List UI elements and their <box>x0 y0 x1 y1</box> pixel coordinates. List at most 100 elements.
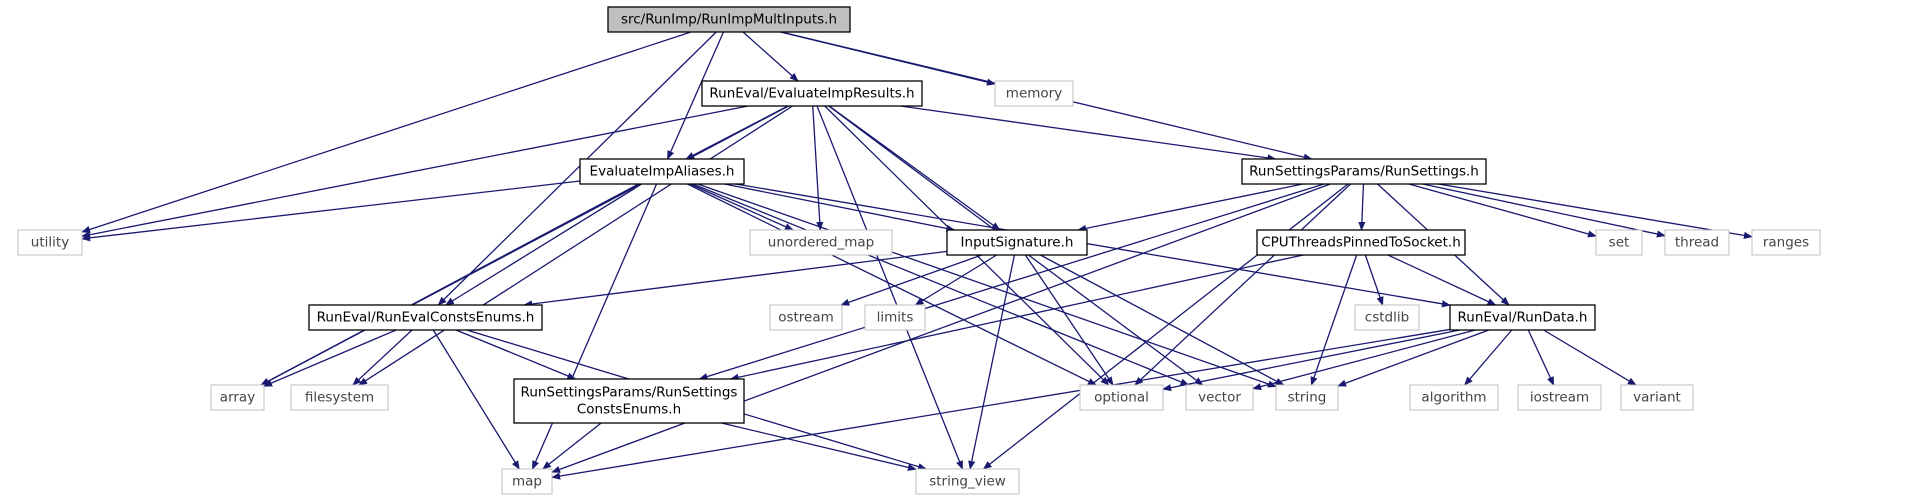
node-inputsig[interactable]: InputSignature.h <box>946 229 1088 256</box>
edge-constsenums-to-map <box>432 329 520 470</box>
edge-cputhreads-to-rsconsts <box>729 254 1304 381</box>
node-box <box>1354 304 1420 331</box>
edge-runsettings-to-set <box>1408 183 1597 238</box>
node-rsconsts[interactable]: RunSettingsParams/RunSettingsConstsEnums… <box>513 378 745 424</box>
edge-aliases-to-utility <box>81 180 581 242</box>
node-cputhreads[interactable]: CPUThreadsPinnedToSocket.h <box>1256 229 1466 256</box>
edge-cputhreads-to-rundata <box>1387 254 1497 306</box>
node-algorithm: algorithm <box>1409 384 1499 411</box>
edge-runsettings-to-inputsig <box>1077 183 1304 232</box>
node-box <box>210 384 265 411</box>
edge-inputsig-to-limits <box>914 254 998 306</box>
node-box <box>1256 229 1466 256</box>
node-label: variant <box>1633 390 1681 406</box>
node-label: CPUThreadsPinnedToSocket.h <box>1261 235 1461 251</box>
node-ranges: ranges <box>1751 229 1821 256</box>
edge-rundata-to-map <box>551 328 1451 480</box>
node-optional: optional <box>1079 384 1164 411</box>
edge-root-to-constsenums <box>437 31 717 306</box>
edge-constsenums-to-filesystem <box>352 329 413 386</box>
edge-aliases-to-map <box>531 183 658 470</box>
node-thread: thread <box>1664 229 1730 256</box>
node-label: iostream <box>1530 390 1589 406</box>
edge-aliases-to-string <box>697 183 1277 388</box>
node-label: vector <box>1198 390 1241 406</box>
edge-aliases-to-optional <box>687 183 1097 386</box>
node-box <box>17 229 83 256</box>
node-box <box>864 304 926 331</box>
node-constsenums[interactable]: RunEval/RunEvalConstsEnums.h <box>308 304 543 331</box>
edge-cputhreads-to-cstdlib <box>1364 254 1384 306</box>
node-cstdlib: cstdlib <box>1354 304 1420 331</box>
node-root[interactable]: src/RunImp/RunImpMultInputs.h <box>607 6 851 33</box>
node-set: set <box>1595 229 1643 256</box>
edge-runsettings-to-cputhreads <box>1358 183 1366 231</box>
node-vector: vector <box>1185 384 1254 411</box>
node-rundata[interactable]: RunEval/RunData.h <box>1449 304 1596 331</box>
edge-aliases-to-inputsig <box>724 183 956 232</box>
edge-inputsig-to-string_view <box>968 254 1016 470</box>
edge-aliases-to-constsenums <box>444 183 643 306</box>
node-box <box>1241 158 1487 185</box>
edge-inputsig-to-constsenums <box>523 250 948 308</box>
node-memory: memory <box>994 80 1074 107</box>
node-runsettings[interactable]: RunSettingsParams/RunSettings.h <box>1241 158 1487 185</box>
node-label: map <box>512 474 542 490</box>
node-iostream: iostream <box>1517 384 1602 411</box>
node-string_view: string_view <box>915 468 1020 495</box>
node-box <box>994 80 1074 107</box>
edge-inputsig-to-optional <box>1024 254 1114 386</box>
edge-runsettings-to-map <box>551 183 1331 473</box>
node-label: set <box>1609 235 1630 251</box>
edge-rundata-to-variant <box>1543 329 1637 386</box>
node-label: RunSettingsParams/RunSettings.h <box>1249 164 1479 180</box>
node-box <box>513 378 745 424</box>
edge-rundata-to-string <box>1337 329 1490 387</box>
node-label: RunSettingsParams/RunSettings <box>521 385 738 401</box>
edge-aliases-to-rundata <box>735 183 1451 308</box>
node-box <box>1079 384 1164 411</box>
edge-runsettings-to-string_view <box>982 183 1349 470</box>
edge-rsconsts-to-string_view <box>721 422 917 471</box>
edge-rundata-to-optional <box>1162 329 1460 392</box>
node-ostream: ostream <box>769 304 843 331</box>
node-box <box>1185 384 1254 411</box>
node-label: RunEval/RunData.h <box>1458 310 1588 326</box>
node-box <box>308 304 543 331</box>
edge-rsconsts-to-map <box>542 422 602 470</box>
node-label: cstdlib <box>1365 310 1409 326</box>
node-array: array <box>210 384 265 411</box>
node-aliases[interactable]: EvaluateImpAliases.h <box>579 158 745 185</box>
node-box <box>579 158 745 185</box>
edge-runsettings-to-optional <box>1134 183 1352 386</box>
edge-runsettings-to-thread <box>1422 183 1666 238</box>
node-label: src/RunImp/RunImpMultInputs.h <box>621 12 837 28</box>
node-box <box>501 468 553 495</box>
node-string: string <box>1275 384 1339 411</box>
node-box <box>915 468 1020 495</box>
node-label: thread <box>1675 235 1719 251</box>
edge-evalres-to-inputsig <box>828 105 1001 231</box>
edge-runsettings-to-rsconsts <box>698 183 1325 381</box>
node-label: array <box>220 390 255 406</box>
node-label: filesystem <box>305 390 374 406</box>
node-label: string_view <box>929 474 1006 490</box>
node-label: limits <box>877 310 914 326</box>
node-filesystem: filesystem <box>290 384 389 411</box>
edge-evalres-to-filesystem <box>358 105 793 386</box>
nodes-layer: src/RunImp/RunImpMultInputs.hRunEval/Eva… <box>17 6 1821 495</box>
edge-root-to-evalres <box>742 31 799 82</box>
node-box <box>1449 304 1596 331</box>
node-box <box>1751 229 1821 256</box>
edge-root-to-aliases <box>666 31 725 160</box>
node-box <box>607 6 851 33</box>
edge-aliases-to-array <box>260 183 639 386</box>
node-box <box>290 384 389 411</box>
node-evalres[interactable]: RunEval/EvaluateImpResults.h <box>701 80 923 107</box>
node-utility: utility <box>17 229 83 256</box>
node-label: ostream <box>778 310 834 326</box>
edge-aliases-to-unordered_map <box>689 183 794 231</box>
node-label: algorithm <box>1421 390 1486 406</box>
node-box <box>1275 384 1339 411</box>
